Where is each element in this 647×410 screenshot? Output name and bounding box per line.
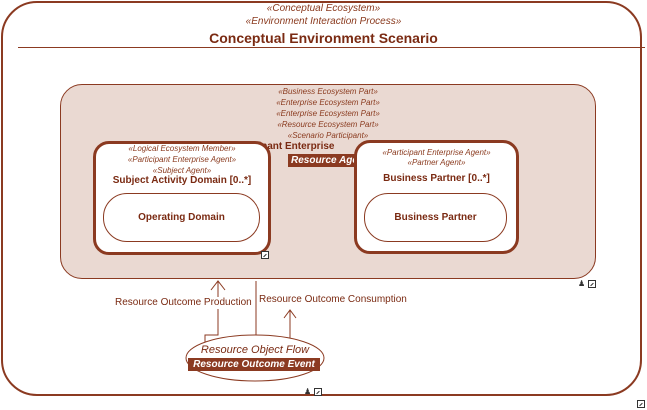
link-icon[interactable] [588, 280, 596, 288]
left-card-title: Subject Activity Domain [0..*] [112, 175, 252, 186]
resource-outcome-production-label: Resource Outcome Production [115, 297, 252, 309]
title-separator [18, 47, 645, 48]
link-icon[interactable] [261, 251, 269, 259]
outer-stereotype-process: «Environment Interaction Process» [245, 16, 402, 27]
link-icon[interactable] [637, 400, 645, 408]
person-icon: ♟ [578, 279, 586, 288]
part-title: icipant Enterprise [250, 141, 335, 152]
operating-domain-node[interactable]: Operating Domain [103, 193, 260, 242]
right-card-stereotype-partner: «Partner Agent» [407, 158, 466, 167]
person-icon: ♟ [304, 387, 312, 396]
part-stereotype-scenario: «Scenario Participant» [287, 131, 369, 140]
left-card-stereotype-subject: «Subject Agent» [152, 166, 212, 175]
business-partner-node[interactable]: Business Partner [364, 193, 507, 242]
link-icon[interactable] [314, 388, 322, 396]
scenario-title: Conceptual Environment Scenario [209, 30, 438, 46]
outer-stereotype-ecosystem: «Conceptual Ecosystem» [266, 3, 381, 14]
left-card-stereotype-agent: «Participant Enterprise Agent» [127, 155, 237, 164]
part-stereotype-enterprise-2: «Enterprise Ecosystem Part» [276, 109, 380, 118]
left-card-stereotype-member: «Logical Ecosystem Member» [128, 144, 236, 153]
right-card-stereotype-agent: «Participant Enterprise Agent» [382, 148, 491, 157]
consumption-arrowhead [283, 309, 297, 319]
resource-agent-tag: Resource Age [288, 154, 361, 167]
resource-outcome-event-tag: Resource Outcome Event [188, 358, 320, 371]
part-stereotype-resource: «Resource Ecosystem Part» [277, 120, 379, 129]
resource-outcome-consumption-label: Resource Outcome Consumption [259, 294, 407, 306]
production-arrowhead [210, 280, 226, 291]
part-stereotype-enterprise-1: «Enterprise Ecosystem Part» [276, 98, 380, 107]
part-stereotype-business: «Business Ecosystem Part» [278, 87, 378, 96]
object-flow-title: Resource Object Flow [200, 344, 310, 356]
right-card-title: Business Partner [0..*] [383, 173, 490, 184]
